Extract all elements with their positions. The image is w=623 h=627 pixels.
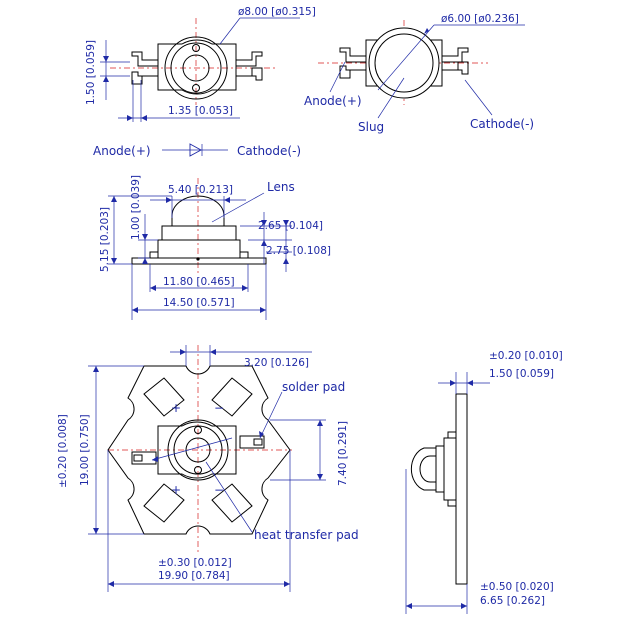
- star-plus-bottom: +: [171, 483, 181, 497]
- symbol-cathode-label: Cathode(-): [237, 144, 301, 158]
- side-view-dim-1-00: 1.00 [0.039]: [130, 175, 142, 240]
- star-heat-pad-label: heat transfer pad: [254, 528, 359, 542]
- bottom-view-slug-label: Slug: [358, 120, 384, 134]
- symbol-anode-label: Anode(+): [93, 144, 151, 158]
- profile-tol-thickness: ±0.20 [0.010]: [489, 350, 563, 362]
- side-view-dim-14-50: 14.50 [0.571]: [163, 297, 235, 309]
- star-board: + − + − 3.20 [0.126] solder pad heat tra…: [57, 345, 359, 592]
- profile-view: ±0.20 [0.010] 1.50 [0.059] ±0.50 [0.020]…: [405, 350, 563, 614]
- star-tol-horizontal: ±0.30 [0.012]: [158, 557, 232, 569]
- star-plus-top: +: [171, 401, 181, 415]
- profile-dim-height: 6.65 [0.262]: [480, 595, 545, 607]
- bottom-view-anode-label: Anode(+): [304, 94, 362, 108]
- star-minus-bottom: −: [214, 483, 224, 497]
- star-dim-19-00: 19.00 [0.750]: [79, 414, 91, 486]
- star-tol-vertical: ±0.20 [0.008]: [57, 414, 69, 488]
- profile-dim-thickness: 1.50 [0.059]: [489, 368, 554, 380]
- side-view-lens-label: Lens: [267, 180, 295, 194]
- side-view-dim-5-15: 5.15 [0.203]: [99, 207, 111, 272]
- star-dim-19-90: 19.90 [0.784]: [158, 570, 230, 582]
- side-view-lens-width: 5.40 [0.213]: [168, 184, 233, 196]
- top-view-height-label: 1.50 [0.059]: [85, 40, 97, 105]
- star-dim-7-40: 7.40 [0.291]: [337, 421, 349, 486]
- top-view: ø8.00 [ø0.315] 1.50 [0.059] 1.35 [0.053]: [85, 6, 316, 122]
- bottom-view: ø6.00 [ø0.236] Anode(+) Slug Cathode(-): [304, 13, 534, 134]
- bottom-view-diameter-label: ø6.00 [ø0.236]: [441, 13, 519, 25]
- star-minus-top: −: [214, 401, 224, 415]
- top-view-diameter-label: ø8.00 [ø0.315]: [238, 6, 316, 18]
- star-dim-3-20: 3.20 [0.126]: [244, 357, 309, 369]
- diode-symbol: Anode(+) Cathode(-): [93, 143, 301, 158]
- side-view-dim-11-80: 11.80 [0.465]: [163, 276, 235, 288]
- bottom-view-cathode-label: Cathode(-): [470, 117, 534, 131]
- top-view-pitch-label: 1.35 [0.053]: [168, 105, 233, 117]
- side-view-dim-2-75: 2.75 [0.108]: [266, 245, 331, 257]
- side-view: Lens 5.40 [0.213] 1.00 [0.039] 5.15 [0.2…: [99, 175, 331, 320]
- side-view-dim-2-65: 2.65 [0.104]: [258, 220, 323, 232]
- star-solder-pad-label: solder pad: [282, 380, 345, 394]
- profile-tol-height: ±0.50 [0.020]: [480, 581, 554, 593]
